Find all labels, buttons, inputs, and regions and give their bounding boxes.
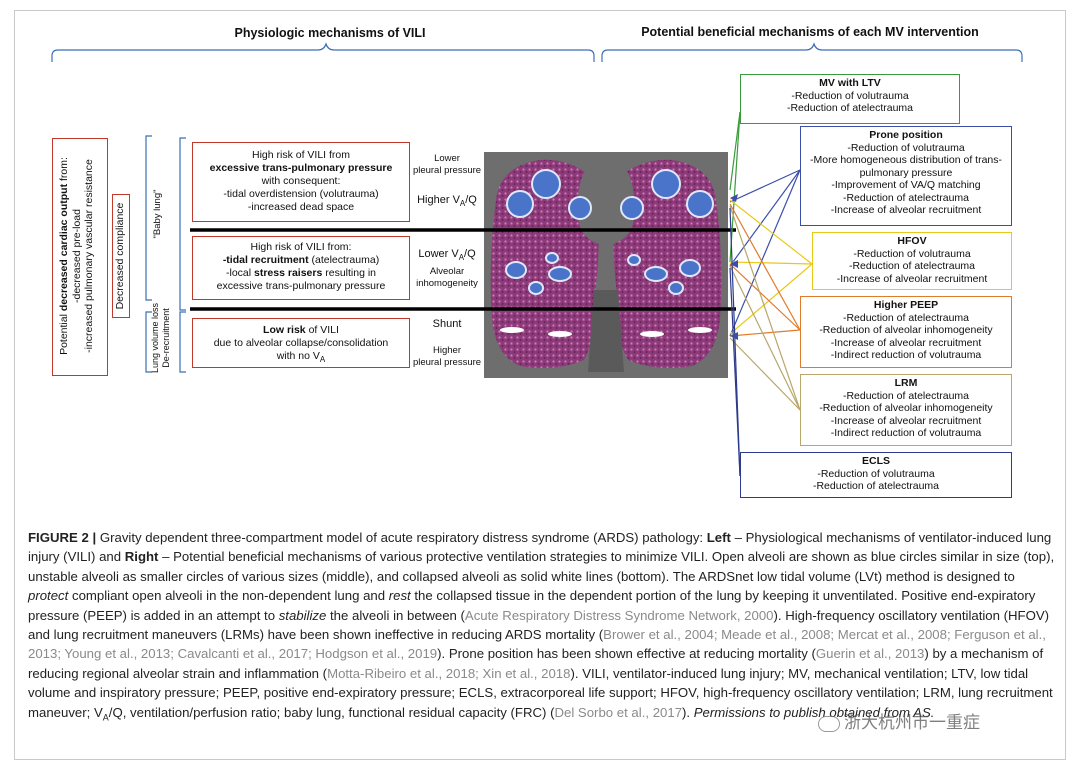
connector-arrowheads (730, 194, 738, 340)
left-header: Physiologic mechanisms of VILI (234, 26, 426, 40)
citation-link[interactable]: Acute Respiratory Distress Syndrome Netw… (464, 607, 774, 623)
shunt-label: Shunt (432, 318, 462, 330)
volume-loss-label: Lung volume loss De-recruitment (150, 302, 171, 374)
citation-link[interactable]: Del Sorbo et al., 2017 (554, 704, 683, 720)
higher-va-label: Higher VA/Q (417, 194, 477, 209)
intervention-higher-peep: Higher PEEP -Reduction of atelectrauma -… (800, 296, 1012, 368)
volume-loss-brace-outer (145, 311, 152, 373)
lower-va-label: Lower VA/Q (418, 248, 476, 263)
volume-loss-brace (179, 137, 186, 311)
intervention-hfov: HFOV -Reduction of volutrauma -Reduction… (812, 232, 1012, 290)
citation-link[interactable]: Brower et al., 2004; Meade et al., 2008;… (28, 627, 1046, 662)
bottom-risk-box: Low risk of VILI due to alveolar collaps… (192, 318, 410, 368)
connector-lines (729, 111, 813, 477)
collapsed-alveoli (500, 327, 712, 337)
spine-shape (588, 290, 624, 372)
baby-lung-brace (145, 135, 152, 301)
baby-lung-label: "Baby lung" (152, 189, 163, 239)
diagram-graphics (51, 42, 1023, 477)
higher-pleural-label: Higher pleural pressure (412, 345, 482, 368)
intervention-prone: Prone position -Reduction of volutrauma … (800, 126, 1012, 226)
left-header-brace (51, 42, 595, 62)
lower-pleural-label: Lower pleural pressure (412, 153, 482, 176)
figure-caption: FIGURE 2 | Gravity dependent three-compa… (28, 530, 1055, 723)
wechat-icon (818, 715, 840, 732)
unstable-alveoli (505, 252, 701, 295)
middle-risk-box: High risk of VILI from: -tidal recruitme… (192, 236, 410, 300)
intervention-ecls: ECLS -Reduction of volutrauma -Reduction… (740, 452, 1012, 498)
intervention-mv-ltv: MV with LTV -Reduction of volutrauma -Re… (740, 74, 960, 124)
citation-link[interactable]: Guerin et al., 2013 (815, 646, 925, 662)
compliance-text: Decreased compliance (114, 202, 126, 310)
heart-shape (577, 158, 635, 246)
cardiac-output-text: Potential decreased cardiac output from:… (58, 157, 95, 355)
compliance-box (112, 194, 130, 318)
derecruit-brace (179, 311, 186, 373)
citation-link[interactable]: Motta-Ribeiro et al., 2018; Xin et al., … (327, 665, 571, 681)
right-header-brace (601, 42, 1023, 62)
top-risk-box: High risk of VILI from excessive trans-p… (192, 142, 410, 222)
alveolar-inhomogeneity-label: Alveolar inhomogeneity (416, 266, 478, 289)
watermark: 浙大杭州市一重症 (818, 708, 980, 733)
intervention-lrm: LRM -Reduction of atelectrauma -Reductio… (800, 374, 1012, 446)
right-header: Potential beneficial mechanisms of each … (641, 25, 979, 39)
open-alveoli (506, 169, 714, 220)
cardiac-output-box (52, 138, 108, 376)
